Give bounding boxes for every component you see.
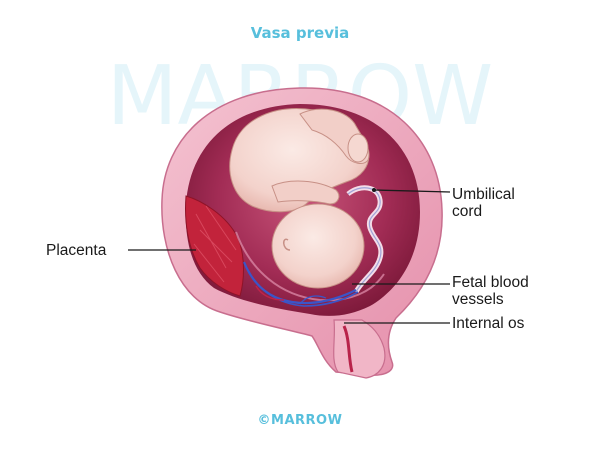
cervical-canal (342, 325, 354, 373)
fetus-head (271, 203, 365, 289)
page-title: Vasa previa (250, 24, 350, 42)
copyright-credit: ©MARROW (257, 413, 343, 428)
label-umbilical-cord: Umbilical cord (452, 186, 515, 220)
leader-lines (128, 189, 451, 324)
label-fetal-blood-vessels: Fetal blood vessels (452, 274, 529, 308)
label-placenta: Placenta (46, 242, 107, 259)
label-internal-os: Internal os (452, 315, 525, 332)
